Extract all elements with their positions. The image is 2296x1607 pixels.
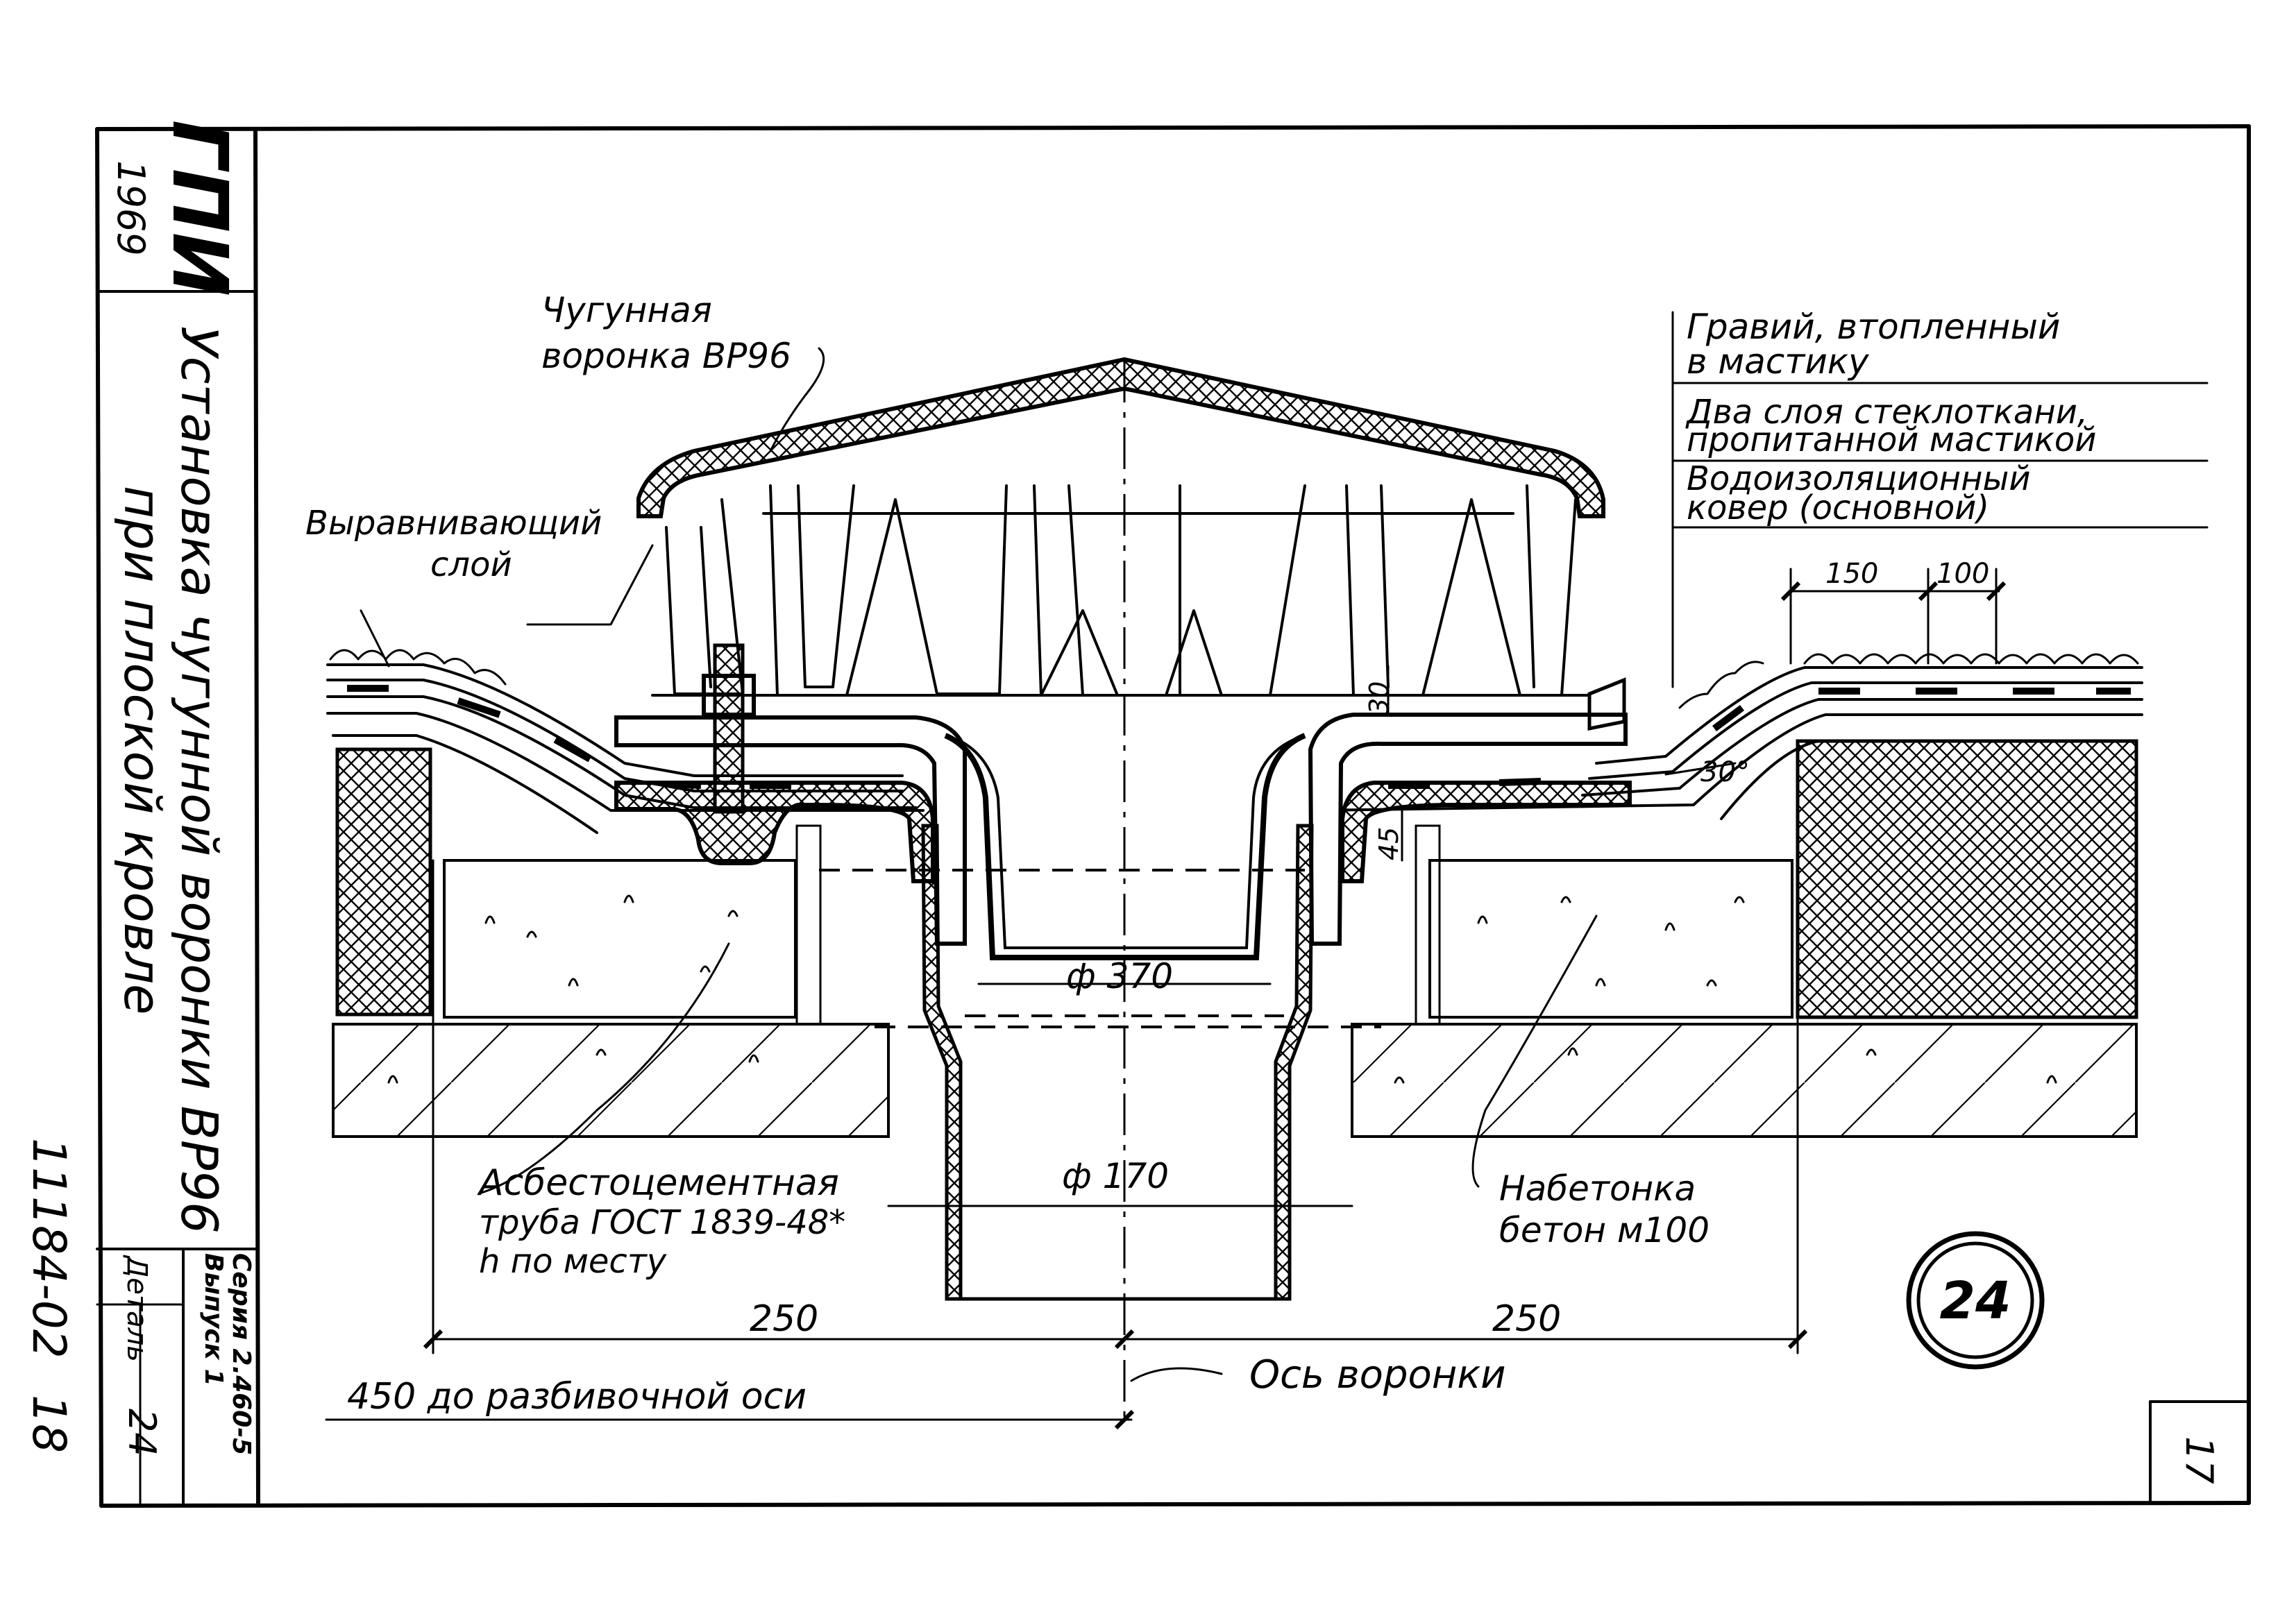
org-mark: ГПИ (155, 120, 244, 296)
detail-label: Деталь (121, 1255, 153, 1362)
clamp-ring-right (1340, 781, 1632, 883)
label-carpet-line2: ковер (основной) (1687, 488, 1989, 527)
year-label: 1969 (109, 160, 153, 255)
insulation-left (335, 747, 432, 1017)
concrete-aggregate (387, 894, 2057, 1084)
sheet-number: 18 (22, 1395, 76, 1453)
series-line2: Выпуск 1 (199, 1253, 228, 1386)
section-drawing (325, 311, 2209, 1430)
label-axis: Ось воронки (1249, 1352, 1506, 1397)
detail-marker-number: 24 (1940, 1271, 2011, 1331)
funnel-body-wall (957, 738, 1294, 949)
funnel-flange-left (614, 715, 967, 946)
page-number: 17 (2177, 1436, 2221, 1484)
label-gravel-line2: в мастику (1687, 341, 1870, 382)
detail-number: 24 (120, 1409, 164, 1456)
dowel-right (1415, 824, 1441, 1026)
series-line1: Серия 2.460-5 (227, 1253, 255, 1455)
drawing-title-line1: Установка чугунной воронки ВР96 (170, 326, 228, 1234)
dim-100: 100 (1936, 558, 1989, 590)
grating-ribs (651, 484, 1591, 697)
label-fiberglass-line2: пропитанной мастикой (1687, 420, 2096, 459)
label-pipe-line2: труба ГОСТ 1839-48* (479, 1203, 845, 1242)
bolt-shank (713, 643, 745, 814)
lower-slab-right (1351, 1023, 2138, 1138)
dim-150: 150 (1825, 558, 1878, 590)
label-leveling-line2: слой (430, 545, 512, 584)
dim-dia170: ф 170 (1062, 1156, 1169, 1196)
drawing-title-line2: при плоской кровле (113, 486, 171, 1014)
dim-dia370: ф 370 (1066, 956, 1173, 996)
label-carpet-line1: Водоизоляционный (1687, 459, 2031, 498)
detail-marker-inner (1916, 1241, 2034, 1359)
label-pipe-line3: h по месту (479, 1242, 667, 1281)
dimension-ticks (423, 581, 2007, 1430)
gravel-layer (329, 649, 2139, 709)
dim-to-axis: 450 до разбивочной оси (347, 1376, 807, 1418)
dimension-lines (325, 568, 2000, 1421)
funnel-flange-right (1308, 713, 1628, 946)
label-concrete-line2: бетон м100 (1499, 1210, 1710, 1250)
label-gravel-line1: Гравий, втопленный (1687, 307, 2060, 347)
label-leveling-line1: Выравнивающий (305, 504, 602, 543)
label-funnel-line1: Чугунная (541, 290, 712, 330)
roof-layers-right (1317, 666, 2143, 820)
dim-45: 45 (1374, 827, 1404, 860)
drain-pipe-right-wall (1274, 824, 1314, 1301)
base-plate-right (1587, 677, 1626, 731)
drawing-frame (95, 124, 2251, 1508)
dim-left-250: 250 (750, 1298, 818, 1340)
funnel-body (944, 733, 1306, 960)
label-pipe-line1: Асбестоцементная (477, 1162, 839, 1204)
topping-block-right (1428, 859, 1793, 1019)
dim-angle: 30° (1700, 756, 1750, 788)
label-fiberglass-line1: Два слоя стеклоткани, (1685, 393, 2088, 432)
clamp-ring-left (614, 781, 935, 883)
detail-marker-outer (1906, 1231, 2045, 1370)
lower-slab-left (332, 1023, 890, 1138)
leader-lines (360, 311, 2209, 1382)
dim-30: 30 (1364, 681, 1394, 715)
label-funnel-line2: воронка ВР96 (541, 336, 791, 376)
topping-block-left (443, 859, 797, 1019)
sheet-code: 11184-02 (22, 1138, 76, 1359)
dim-right-250: 250 (1492, 1298, 1561, 1340)
insulation-right (1796, 739, 2138, 1019)
dowel-left (795, 824, 822, 1026)
roof-layers-left (326, 663, 925, 834)
grating-cap (636, 357, 1605, 518)
hidden-lines (819, 869, 1381, 1028)
label-concrete-line1: Набетонка (1499, 1168, 1696, 1209)
